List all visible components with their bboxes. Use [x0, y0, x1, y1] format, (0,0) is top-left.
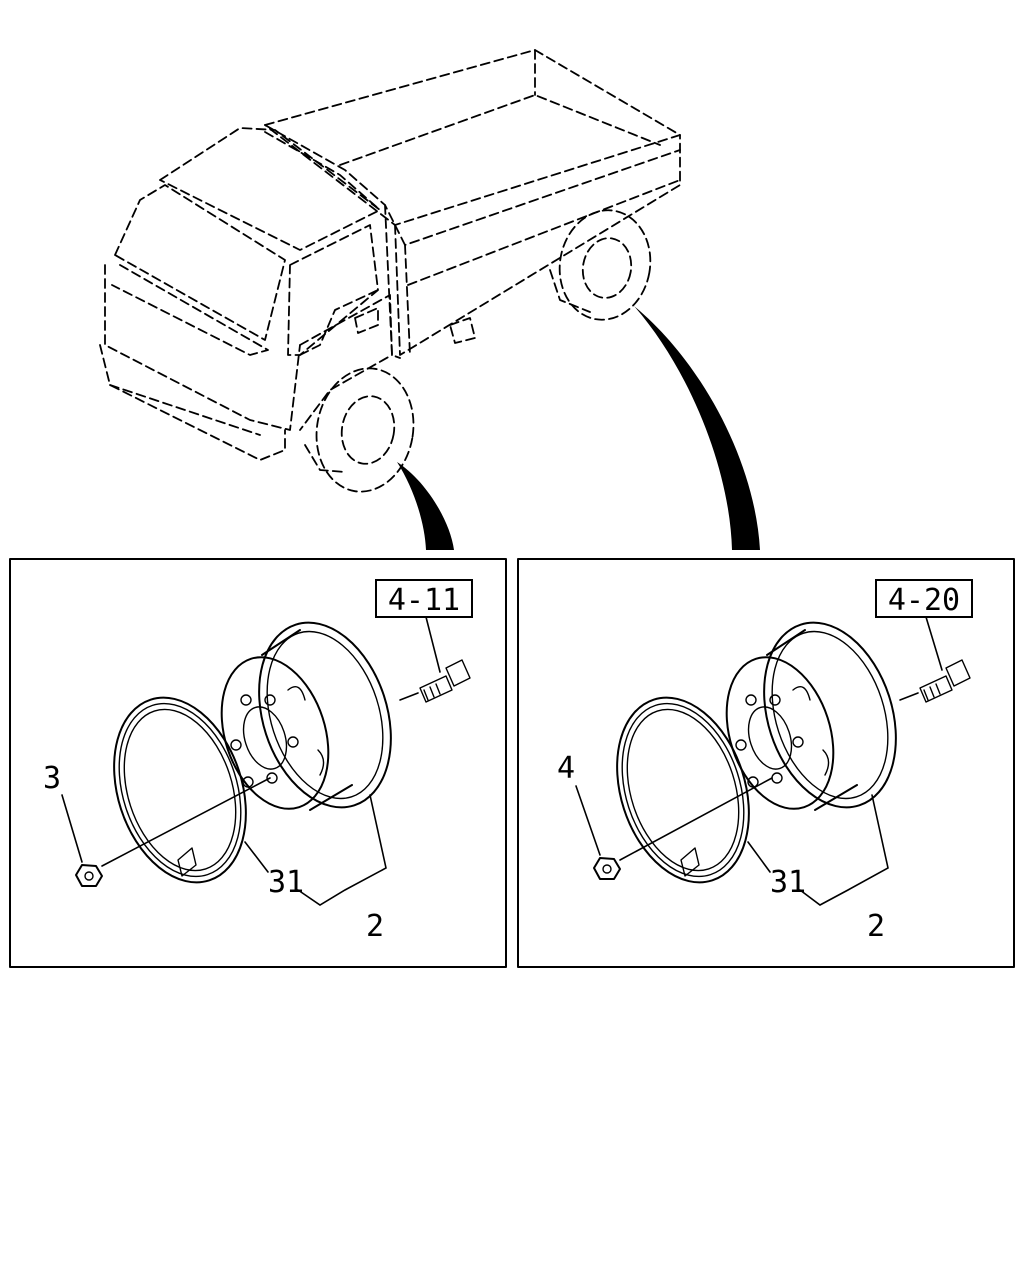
- rear-reference-box[interactable]: 4-20: [875, 579, 973, 618]
- rear-wheel-callout: 2: [867, 909, 885, 944]
- front-stud-bolt: [419, 659, 471, 703]
- rear-reference-label: 4-20: [888, 583, 960, 618]
- rear-wheel-rim: [725, 621, 897, 811]
- rear-wheel-pointer-arrow: [634, 306, 760, 550]
- rear-nut-callout: 4: [557, 751, 575, 786]
- front-nut-callout: 3: [43, 761, 61, 796]
- front-wheel-pointer-arrow: [397, 462, 454, 550]
- truck-illustration: [99, 49, 681, 493]
- rear-wheel-panel: 4-20: [517, 558, 1015, 968]
- rear-wheel-nut: [593, 857, 621, 880]
- front-wheel-callout: 2: [366, 909, 384, 944]
- rear-rim-ring-callout: 31: [770, 865, 806, 900]
- front-reference-box[interactable]: 4-11: [375, 579, 473, 618]
- rear-rim-ring: [616, 696, 750, 884]
- rear-stud-bolt: [919, 659, 971, 703]
- front-rim-ring-callout: 31: [268, 865, 304, 900]
- front-wheel-nut: [75, 864, 103, 887]
- front-wheel-panel: 4-11: [9, 558, 507, 968]
- front-reference-label: 4-11: [388, 583, 460, 618]
- front-rim-ring: [113, 696, 247, 884]
- front-wheel-rim: [220, 621, 392, 811]
